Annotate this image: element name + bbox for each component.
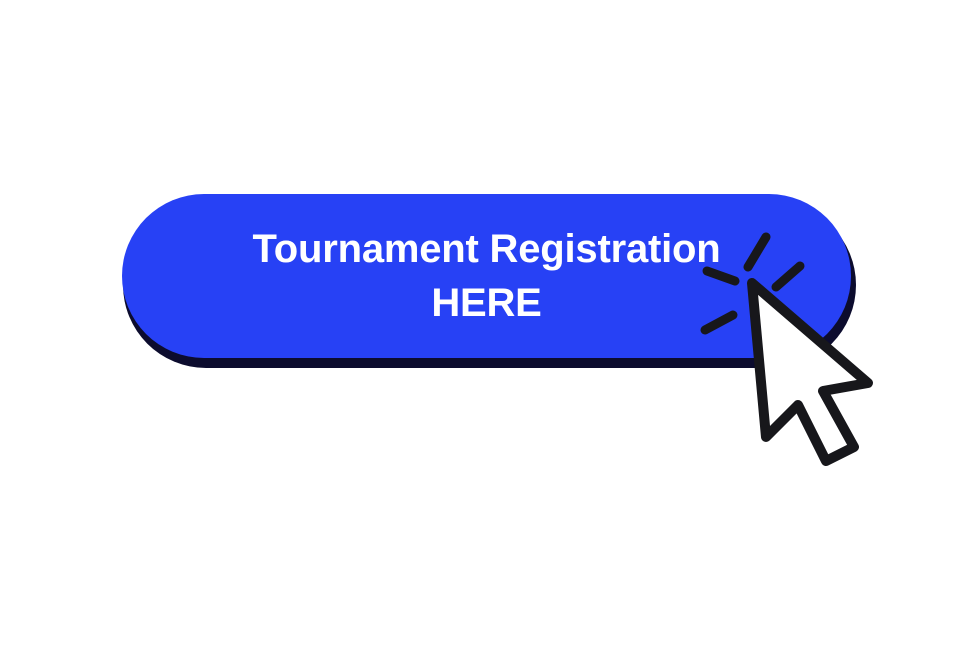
cta-label-line-2: HERE — [431, 281, 542, 325]
tournament-registration-button[interactable]: Tournament Registration HERE — [122, 194, 851, 358]
cta-label-line-1: Tournament Registration — [252, 227, 721, 271]
cta-button-group: Tournament Registration HERE — [118, 190, 863, 375]
